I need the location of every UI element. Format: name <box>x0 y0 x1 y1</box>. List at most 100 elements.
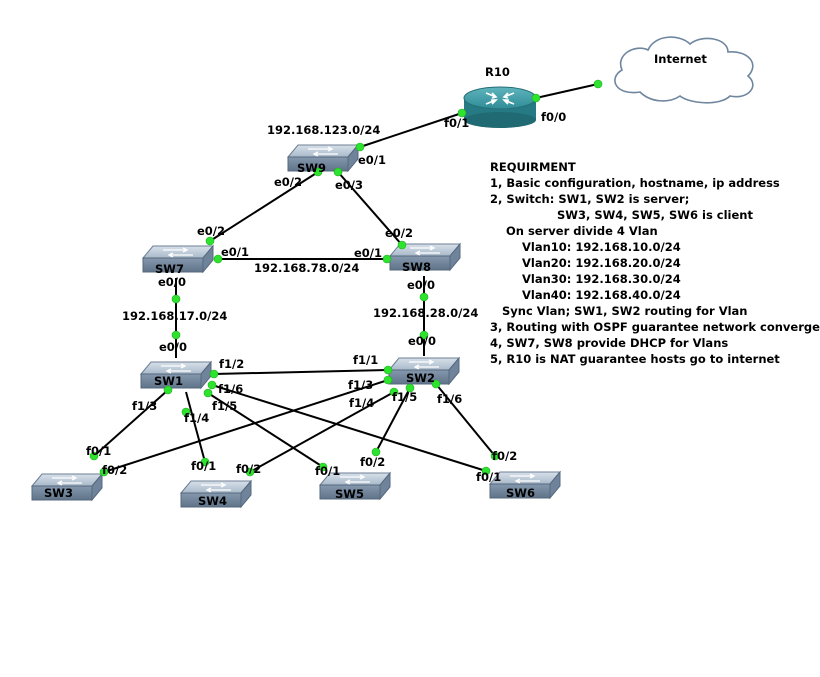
switch-sw7-label: SW7 <box>155 262 184 276</box>
port-dot <box>389 387 399 397</box>
link-sw1-sw3 <box>93 389 169 457</box>
network-label-78: 192.168.78.0/24 <box>254 261 360 275</box>
link-sw2-sw5 <box>375 387 411 453</box>
link-r10-internet <box>535 83 599 99</box>
router-r10-icon[interactable] <box>463 86 537 128</box>
port-dot <box>89 451 99 461</box>
link-sw1-sw4 <box>185 391 206 463</box>
port-dot <box>209 369 219 379</box>
link-sw1-sw2 <box>213 369 389 375</box>
port-label: f0/2 <box>360 455 386 469</box>
port-dot <box>405 383 415 393</box>
links-layer <box>93 83 599 473</box>
port-label: f1/6 <box>437 392 463 406</box>
port-dot <box>481 466 491 476</box>
requirement-line: Vlan40: 192.168.40.0/24 <box>522 288 681 302</box>
link-sw9-sw7 <box>209 171 319 242</box>
port-dot <box>203 388 213 398</box>
port-label: f1/4 <box>349 396 375 410</box>
port-label: e0/0 <box>408 334 437 348</box>
requirement-line: Sync Vlan; SW1, SW2 routing for Vlan <box>502 304 748 318</box>
port-label: f1/5 <box>212 399 238 413</box>
port-label: e0/0 <box>407 278 436 292</box>
switch-sw6-label: SW6 <box>506 486 535 500</box>
requirement-line: On server divide 4 Vlan <box>506 224 658 238</box>
port-label: e0/1 <box>354 246 383 260</box>
port-dot <box>383 365 393 375</box>
internet-cloud-icon[interactable] <box>614 36 754 104</box>
link-sw2-sw6 <box>435 383 496 457</box>
link-sw1-sw6 <box>211 384 487 472</box>
port-dot <box>99 467 109 477</box>
port-dots <box>89 79 603 477</box>
port-label: f0/1 <box>476 470 502 484</box>
port-dot <box>213 254 223 264</box>
port-label: e0/0 <box>158 275 187 289</box>
internet-label: Internet <box>654 52 707 66</box>
port-dot <box>383 375 393 385</box>
port-label: e0/2 <box>274 175 303 189</box>
port-label: f0/1 <box>315 464 341 478</box>
port-label: e0/2 <box>385 226 414 240</box>
port-dot <box>171 330 181 340</box>
port-label: e0/1 <box>221 245 250 259</box>
port-dot <box>205 236 215 246</box>
link-r10-sw9 <box>359 112 463 148</box>
requirement-line: 3, Routing with OSPF guarantee network c… <box>490 320 820 334</box>
switch-sw3-label: SW3 <box>44 486 73 500</box>
port-label: e0/1 <box>358 153 387 167</box>
port-dot <box>457 108 467 118</box>
port-dot <box>531 93 541 103</box>
port-label: f0/1 <box>444 116 470 130</box>
port-dot <box>593 79 603 89</box>
port-label: e0/0 <box>159 340 188 354</box>
port-dot <box>207 380 217 390</box>
port-label: f1/2 <box>219 357 245 371</box>
network-label-17: 192.168.17.0/24 <box>122 309 228 323</box>
requirements-text: REQUIRMENT 1, Basic configuration, hostn… <box>490 159 820 367</box>
requirement-line: 1, Basic configuration, hostname, ip add… <box>490 176 780 190</box>
network-label-28: 192.168.28.0/24 <box>373 306 479 320</box>
port-label: f1/4 <box>184 411 210 425</box>
port-label: f0/2 <box>492 449 518 463</box>
link-sw2-sw3 <box>103 379 389 473</box>
port-label: f1/3 <box>132 399 158 413</box>
requirement-line: Vlan20: 192.168.20.0/24 <box>522 256 681 270</box>
switch-sw8-label: SW8 <box>402 260 431 274</box>
port-dot <box>382 254 392 264</box>
switch-sw5-label: SW5 <box>335 487 364 501</box>
port-label: f0/1 <box>191 459 217 473</box>
requirement-line: 5, R10 is NAT guarantee hosts go to inte… <box>490 352 780 366</box>
port-label: f0/0 <box>541 110 567 124</box>
requirement-line: 2, Switch: SW1, SW2 is server; <box>490 192 690 206</box>
port-dot <box>419 330 429 340</box>
switch-sw1-label: SW1 <box>154 374 183 388</box>
port-label: e0/2 <box>197 224 226 238</box>
port-label: f1/3 <box>348 378 374 392</box>
port-label: f1/5 <box>392 390 418 404</box>
port-label: f0/2 <box>236 462 262 476</box>
port-dot <box>371 447 381 457</box>
link-sw1-sw5 <box>207 392 324 468</box>
switch-sw9-label: SW9 <box>297 161 326 175</box>
requirements-heading: REQUIRMENT <box>490 160 576 174</box>
port-dot <box>397 240 407 250</box>
port-dot <box>245 467 255 477</box>
requirement-line: 4, SW7, SW8 provide DHCP for Vlans <box>490 336 729 350</box>
port-dot <box>313 167 323 177</box>
port-dot <box>333 167 343 177</box>
link-sw9-sw8 <box>337 171 403 246</box>
port-dot <box>200 457 210 467</box>
requirement-line: Vlan10: 192.168.10.0/24 <box>522 240 681 254</box>
port-dot <box>419 292 429 302</box>
switch-sw4-label: SW4 <box>198 494 227 508</box>
requirement-line: SW3, SW4, SW5, SW6 is client <box>557 208 753 222</box>
port-dot <box>431 379 441 389</box>
port-dot <box>318 462 328 472</box>
port-label: f0/1 <box>86 444 112 458</box>
switch-sw2-label: SW2 <box>406 371 435 385</box>
port-dot <box>490 451 500 461</box>
link-sw2-sw4 <box>249 391 395 473</box>
port-label: f1/1 <box>353 353 379 367</box>
